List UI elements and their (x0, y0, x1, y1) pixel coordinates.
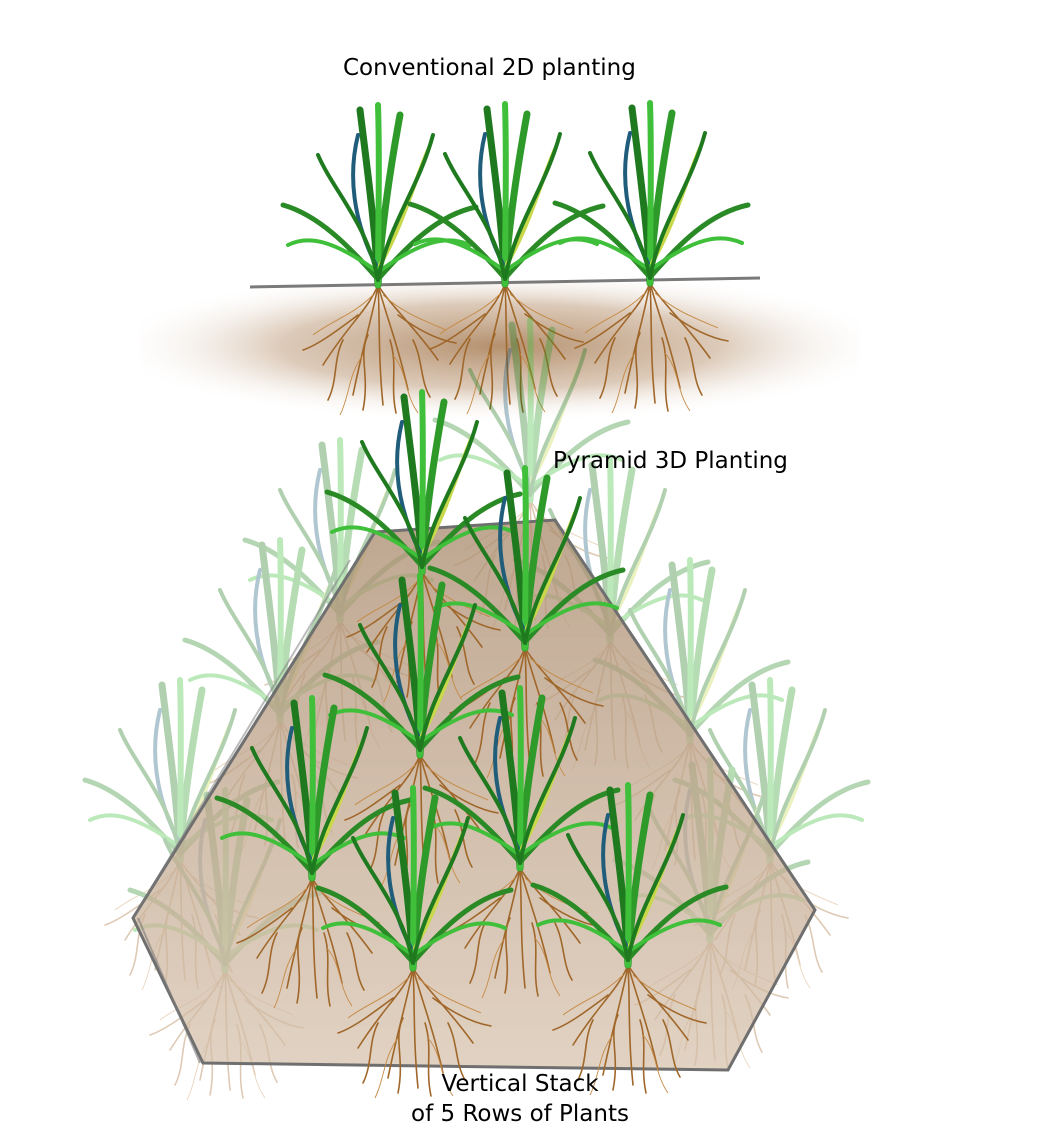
caption-line-1: Vertical Stack (441, 1071, 599, 1097)
pyramid-shape (131, 518, 817, 1072)
caption-line-2: of 5 Rows of Plants (411, 1101, 629, 1127)
conventional-soil (140, 276, 860, 423)
conventional-title: Conventional 2D planting (343, 55, 636, 81)
pyramid-title: Pyramid 3D Planting (553, 448, 788, 474)
vertical-stack-caption: Vertical Stack of 5 Rows of Plants (385, 1069, 655, 1129)
